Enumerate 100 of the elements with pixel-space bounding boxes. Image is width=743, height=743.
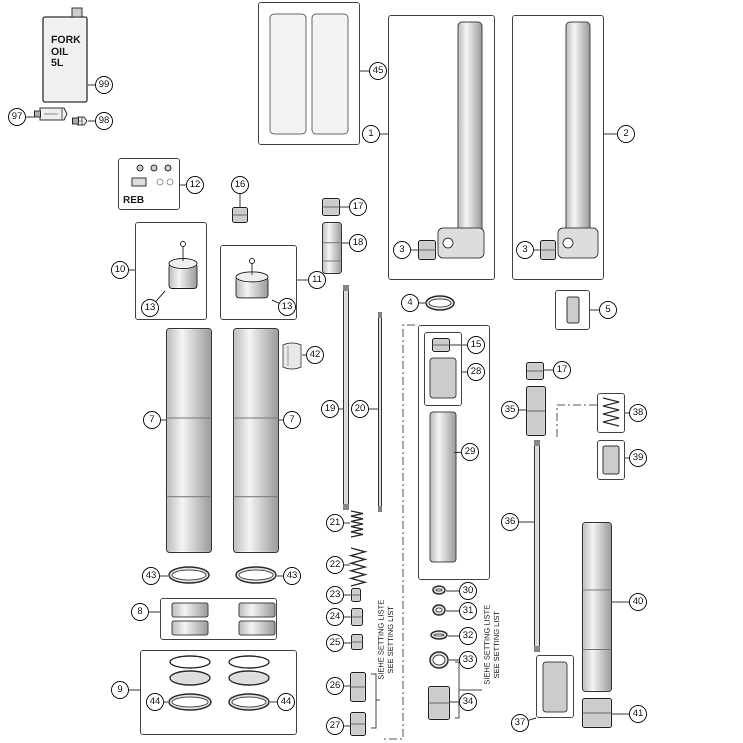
- grease-tube-drawing: [72, 115, 88, 127]
- callout-number: 35: [501, 401, 519, 419]
- callout-number: 34: [459, 693, 477, 711]
- callout-number: 39: [629, 449, 647, 467]
- ring-drawing: [235, 566, 277, 584]
- ring-drawing: [429, 651, 449, 669]
- ring-drawing: [430, 630, 448, 640]
- group-frame: [220, 245, 297, 320]
- group-frame: [597, 393, 625, 433]
- callout-number: 27: [326, 717, 344, 735]
- callout-number: 8: [131, 603, 149, 621]
- leader-line: [344, 616, 352, 618]
- leader-line: [624, 412, 630, 414]
- leader-line: [344, 594, 352, 596]
- callout-number: 29: [461, 443, 479, 461]
- ring-drawing: [168, 566, 210, 584]
- callout-number: 45: [369, 62, 387, 80]
- callout-number: 1: [362, 125, 380, 143]
- fork-part-drawing: [350, 672, 366, 702]
- callout-number: 25: [326, 634, 344, 652]
- callout-number: 24: [326, 608, 344, 626]
- callout-number: 30: [459, 582, 477, 600]
- sleeve-drawing: [282, 343, 302, 369]
- group-frame: [418, 325, 490, 580]
- fork-part-drawing: [432, 338, 450, 352]
- callout-number: 98: [95, 112, 113, 130]
- group-frame: [388, 15, 495, 280]
- fork-part-drawing: [526, 386, 546, 436]
- callout-number: 41: [629, 705, 647, 723]
- leader-line: [344, 564, 350, 566]
- callout-number: 4: [401, 294, 419, 312]
- callout-number: 12: [186, 176, 204, 194]
- part-label: REB: [123, 195, 144, 206]
- ring-drawing: [425, 295, 455, 311]
- leader-line: [418, 302, 426, 304]
- callout-number: 10: [111, 261, 129, 279]
- callout-number: 2: [617, 125, 635, 143]
- ring-drawing: [228, 693, 270, 711]
- leader-line: [344, 522, 350, 524]
- spring-drawing: [350, 510, 364, 538]
- callout-number: 38: [629, 404, 647, 422]
- group-frame: [424, 332, 462, 406]
- callout-number: 42: [306, 346, 324, 364]
- fork-part-drawing: [351, 588, 361, 602]
- leader-line: [302, 354, 306, 356]
- callout-number: 37: [511, 714, 529, 732]
- callout-number: 21: [326, 514, 344, 532]
- oil-can-drawing: [42, 5, 88, 103]
- callout-number: 44: [277, 693, 295, 711]
- callout-number: 3: [393, 241, 411, 259]
- can-label: FORK OIL 5L: [51, 35, 81, 70]
- callout-number: 16: [231, 176, 249, 194]
- group-frame: [118, 158, 180, 210]
- group-frame: [140, 650, 297, 735]
- callout-number: 43: [142, 567, 160, 585]
- callout-number: 19: [321, 400, 339, 418]
- fork-tube-drawing: [322, 222, 342, 274]
- group-frame: [135, 222, 207, 320]
- leader-line: [454, 452, 462, 453]
- leader-line: [360, 70, 370, 72]
- callout-number: 22: [326, 556, 344, 574]
- leader-line: [26, 116, 34, 118]
- callout-number: 13: [278, 298, 296, 316]
- callout-number: 15: [467, 336, 485, 354]
- damper-rod-drawing: [378, 312, 382, 512]
- damper-rod-drawing: [343, 285, 349, 510]
- fork-tube-drawing: [582, 522, 612, 692]
- callout-number: 33: [459, 651, 477, 669]
- fork-tube-drawing: [233, 328, 279, 553]
- ring-drawing: [432, 585, 446, 595]
- leader-line: [88, 84, 96, 86]
- callout-number: 7: [283, 411, 301, 429]
- group-frame: [160, 598, 277, 640]
- callout-number: 31: [459, 602, 477, 620]
- spring-drawing: [350, 547, 366, 587]
- callout-number: 11: [308, 271, 326, 289]
- callout-number: 20: [351, 400, 369, 418]
- callout-number: 26: [326, 677, 344, 695]
- callout-number: 43: [283, 567, 301, 585]
- callout-number: 40: [629, 593, 647, 611]
- group-frame: [512, 15, 604, 280]
- callout-number: 17: [349, 198, 367, 216]
- callout-number: 7: [143, 411, 161, 429]
- ring-drawing: [432, 604, 446, 616]
- fork-part-drawing: [322, 198, 340, 216]
- callout-number: 9: [111, 681, 129, 699]
- leader-line: [180, 184, 186, 186]
- fork-part-drawing: [350, 712, 366, 736]
- damper-rod-drawing: [534, 440, 540, 652]
- ring-drawing: [168, 693, 212, 711]
- fork-tube-drawing: [166, 328, 212, 553]
- callout-number: 28: [467, 363, 485, 381]
- callout-number: 5: [599, 301, 617, 319]
- callout-number: 13: [141, 299, 159, 317]
- callout-number: 44: [146, 693, 164, 711]
- callout-number: 97: [8, 108, 26, 126]
- leader-line: [446, 610, 460, 612]
- fork-part-drawing: [428, 686, 450, 720]
- fork-part-drawing: [526, 362, 544, 380]
- leader-line: [272, 300, 280, 304]
